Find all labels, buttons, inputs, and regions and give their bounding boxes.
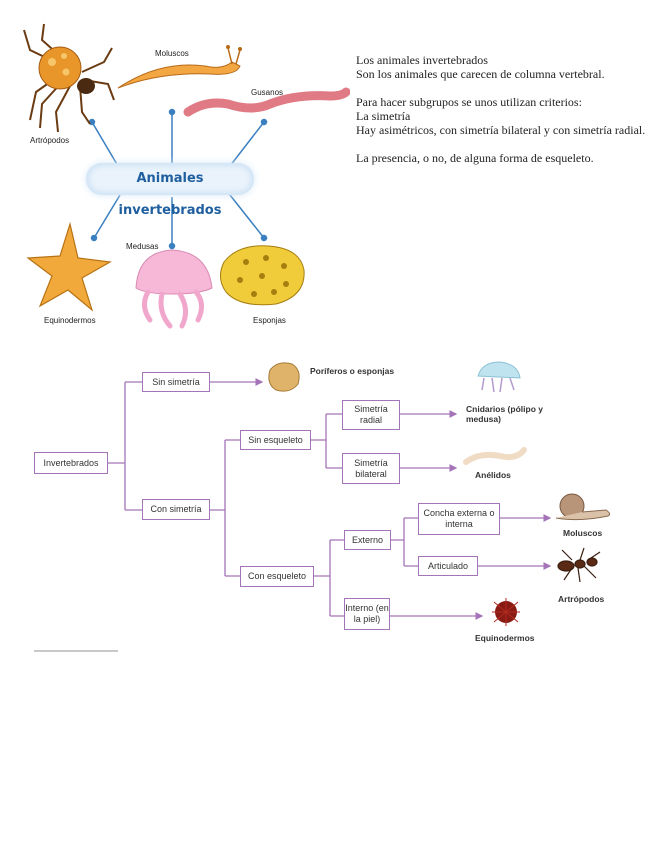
leaf-annelids: Anélidos — [475, 470, 511, 480]
snail-icon — [555, 493, 611, 521]
mollusks-label: Moluscos — [155, 49, 189, 58]
tree-no-skeleton: Sin esqueleto — [240, 430, 311, 450]
tree-external: Externo — [344, 530, 391, 550]
slug-icon — [117, 45, 242, 89]
classification-tree-lines — [107, 378, 552, 620]
tree-articulated: Articulado — [418, 556, 478, 576]
intro-definition: Son los animales que carecen de columna … — [356, 67, 605, 81]
center-label: Animales invertebrados — [86, 163, 254, 218]
tree-with-symmetry: Con simetría — [142, 499, 210, 520]
jellyfish-icon — [135, 249, 213, 329]
sponges-label: Esponjas — [253, 316, 286, 325]
sponge-icon — [220, 245, 305, 306]
intro-skeleton: La presencia, o no, de alguna forma de e… — [356, 151, 594, 165]
tree-root: Invertebrados — [34, 452, 108, 474]
leaf-cnidaria: Cnidarios (pólipo y medusa) — [466, 404, 543, 424]
tree-radial: Simetría radial — [342, 400, 400, 430]
intro-text: Los animales invertebrados Son los anima… — [356, 53, 648, 165]
leaf-echinoderms: Equinodermos — [475, 633, 535, 643]
intro-criteria: Para hacer subgrupos se unos utilizan cr… — [356, 95, 582, 109]
jellyfish-label: Medusas — [126, 242, 159, 251]
starfish-icon — [26, 221, 112, 312]
leaf-arthropods: Artrópodos — [558, 594, 605, 604]
tree-shell: Concha externa o interna — [418, 503, 500, 535]
arthropods-label: Artrópodos — [30, 136, 70, 145]
worm-small-icon — [463, 447, 527, 465]
tree-bilateral: Simetría bilateral — [342, 453, 400, 484]
tree-internal: Interno (en la piel) — [344, 598, 390, 630]
leaf-porifera: Poríferos o esponjas — [310, 366, 395, 376]
tree-no-symmetry: Sin simetría — [142, 372, 210, 392]
tree-with-skeleton: Con esqueleto — [240, 566, 314, 587]
ant-icon — [557, 547, 601, 583]
invertebrates-illustration — [23, 23, 350, 329]
echinoderms-label: Equinodermos — [44, 316, 96, 325]
urchin-icon — [492, 598, 520, 626]
intro-title: Los animales invertebrados — [356, 53, 488, 67]
jellyfish-small-icon — [477, 361, 521, 393]
tree-leaf-illustrations — [268, 361, 611, 626]
footer-rule — [34, 650, 118, 652]
intro-symmetry: La simetría — [356, 109, 411, 123]
worms-label: Gusanos — [251, 88, 284, 97]
sponge-small-icon — [268, 362, 300, 392]
spider-icon — [23, 23, 115, 133]
worm-icon — [183, 87, 350, 117]
intro-symmetry-detail: Hay asimétricos, con simetría bilateral … — [356, 123, 646, 137]
leaf-mollusks: Moluscos — [563, 528, 603, 538]
